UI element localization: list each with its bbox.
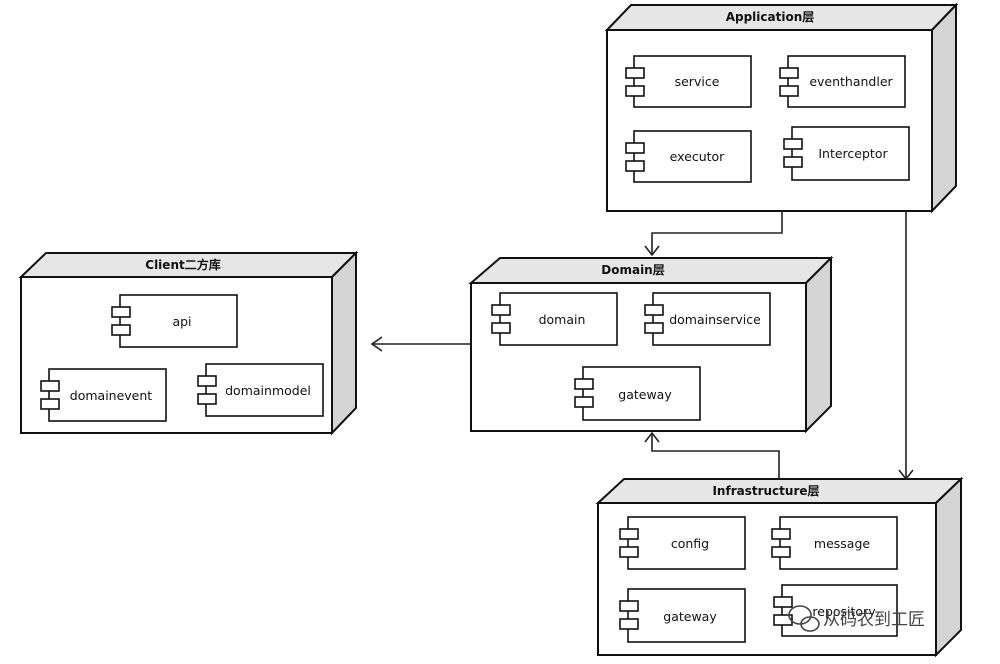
application-node-title: Application层 <box>726 10 815 24</box>
component-message: message <box>771 516 898 570</box>
watermark: 从码农到工匠 <box>788 605 925 632</box>
infrastructure-node-title: Infrastructure层 <box>712 484 819 498</box>
component-domainmodel: domainmodel <box>197 363 324 417</box>
wechat-icon <box>788 605 820 632</box>
component-infra-gateway: gateway <box>619 588 746 643</box>
infrastructure-node: Infrastructure层 config message gateway r… <box>595 476 964 658</box>
edge-application-to-domain <box>644 211 783 257</box>
component-domain-label: domain <box>539 312 586 327</box>
edge-application-to-infrastructure <box>898 211 914 481</box>
component-interceptor-label: Interceptor <box>818 146 888 161</box>
component-config: config <box>619 516 746 570</box>
edge-infrastructure-to-domain <box>644 431 780 479</box>
component-domain-gateway: gateway <box>574 366 701 421</box>
component-eventhandler: eventhandler <box>779 55 906 108</box>
component-infra-gateway-label: gateway <box>663 609 717 624</box>
component-repository-label: repository <box>812 604 876 619</box>
component-service: service <box>625 55 752 108</box>
component-executor: executor <box>625 130 752 183</box>
component-message-label: message <box>814 536 870 551</box>
edge-domain-to-client <box>370 336 471 352</box>
domain-node: Domain层 domain domainservice gateway <box>468 255 834 434</box>
client-node: Client二方库 api domainevent domainmodel <box>18 250 359 436</box>
application-node: Application层 service eventhandler execut… <box>604 2 959 214</box>
component-eventhandler-label: eventhandler <box>809 74 893 89</box>
component-interceptor: Interceptor <box>783 126 910 181</box>
component-config-label: config <box>671 536 709 551</box>
component-api-label: api <box>172 314 191 329</box>
component-service-label: service <box>675 74 720 89</box>
component-domain: domain <box>491 292 618 346</box>
component-api: api <box>111 294 238 348</box>
component-domainevent-label: domainevent <box>70 388 153 403</box>
component-domainservice: domainservice <box>644 292 771 346</box>
component-domainmodel-label: domainmodel <box>225 383 311 398</box>
component-domainevent: domainevent <box>40 368 167 422</box>
watermark-text: 从码农到工匠 <box>823 610 925 630</box>
component-domainservice-label: domainservice <box>669 312 761 327</box>
component-repository: repository <box>773 584 898 637</box>
client-node-title: Client二方库 <box>145 257 220 272</box>
domain-node-title: Domain层 <box>601 263 664 277</box>
component-domain-gateway-label: gateway <box>618 387 672 402</box>
component-executor-label: executor <box>670 149 726 164</box>
